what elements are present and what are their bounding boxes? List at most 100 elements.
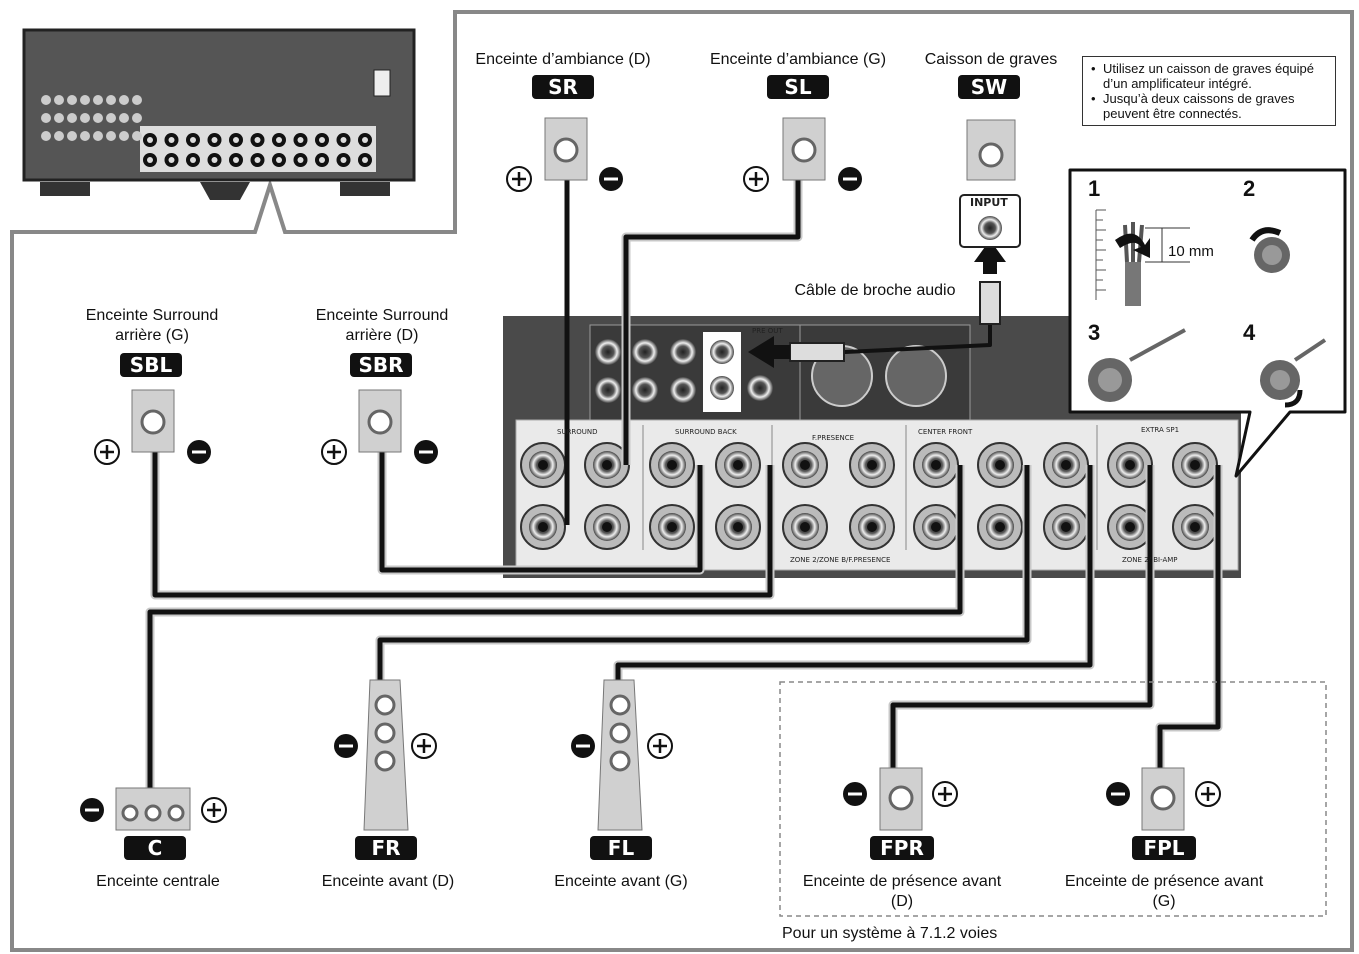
binding-post-step4 (1260, 338, 1327, 408)
minus-terminal-icon (571, 734, 595, 758)
thumb-jack (106, 113, 116, 123)
thumb-jack (106, 131, 116, 141)
speaker-sbr-box (358, 389, 402, 453)
xlr-connector (885, 345, 947, 407)
panel-label-surround: SURROUND (557, 428, 598, 436)
speaker-c-box (115, 787, 191, 831)
step-3-number: 3 (1088, 320, 1101, 345)
speaker-sbr-label: Enceinte Surround arrière (D) (315, 307, 449, 344)
speaker-sbr-code: SBR (350, 353, 412, 377)
speaker-terminal (649, 442, 695, 488)
speaker-sr-label: Enceinte d’ambiance (D) (475, 51, 651, 68)
pre-out-jack (710, 340, 734, 364)
speaker-fpr-box (879, 767, 923, 831)
thumb-jack (41, 95, 51, 105)
speaker-fpl-label: Enceinte de présence avant (G) (1064, 873, 1264, 910)
speaker-sbl-code: SBL (120, 353, 182, 377)
thumb-jack (119, 95, 129, 105)
note-item: Utilisez un caisson de graves équipé d’u… (1103, 61, 1315, 91)
speaker-sl-code: SL (767, 75, 829, 99)
thumb-jack (132, 131, 142, 141)
thumb-jack (362, 157, 368, 163)
speaker-fr-label: Enceinte avant (D) (321, 873, 455, 890)
speaker-terminal (977, 504, 1023, 550)
speaker-fpl-code: FPL (1132, 836, 1196, 860)
speaker-cables (145, 180, 1223, 790)
thumb-jack (80, 131, 90, 141)
thumb-jack (340, 137, 347, 143)
speaker-fpr-code: FPR (870, 836, 934, 860)
minus-terminal-icon (80, 798, 104, 822)
thumb-jack (233, 137, 239, 143)
pre-out-jack (595, 339, 621, 365)
thumb-jack (132, 113, 142, 123)
speaker-terminal (1043, 442, 1089, 488)
outer-frame (10, 10, 1354, 952)
rca-plug (789, 342, 845, 362)
thumb-jack (190, 137, 196, 143)
speaker-sbl-label: Enceinte Surround arrière (G) (85, 307, 219, 344)
speaker-terminal (977, 442, 1023, 488)
speaker-terminal (1172, 442, 1218, 488)
thumb-jack (254, 137, 261, 143)
speaker-terminal (520, 504, 566, 550)
thumb-jack (190, 157, 196, 163)
speaker-fr-code: FR (355, 836, 417, 860)
speaker-terminal (782, 504, 828, 550)
speaker-sl-label: Enceinte d’ambiance (G) (709, 51, 887, 68)
thumb-jack (297, 137, 304, 143)
speaker-fl-label: Enceinte avant (G) (554, 873, 688, 890)
step1-ruler (1095, 209, 1106, 300)
speaker-sl-box (782, 117, 826, 181)
speaker-fl-box (597, 679, 643, 831)
note-item: Jusqu’à deux caissons de graves peuvent … (1103, 91, 1295, 121)
panel-label-center-front: CENTER FRONT (918, 428, 973, 436)
thumb-jack (297, 157, 304, 163)
speaker-sr-code: SR (532, 75, 594, 99)
step-1-number: 1 (1088, 176, 1101, 201)
pre-out-jack (747, 375, 773, 401)
plus-terminal-icon (321, 439, 347, 465)
speaker-sw-label: Caisson de graves (924, 51, 1058, 68)
plus-terminal-icon (932, 781, 958, 807)
speaker-fl-code: FL (590, 836, 652, 860)
thumb-jack (147, 137, 153, 143)
thumb-jack (340, 157, 347, 163)
speaker-sbl-box (131, 389, 175, 453)
thumb-jack (233, 157, 239, 163)
speaker-terminal (649, 504, 695, 550)
speaker-fr-box (363, 679, 409, 831)
subwoofer-note: •Utilisez un caisson de graves équipé d’… (1082, 56, 1336, 126)
speaker-terminal (1107, 442, 1153, 488)
thumb-jack (119, 113, 129, 123)
thumb-jack (67, 95, 77, 105)
rca-plug (979, 281, 1001, 325)
thumb-jack (276, 157, 282, 163)
pre-out-jack (595, 377, 621, 403)
speaker-terminal (782, 442, 828, 488)
binding-post-step3 (1088, 328, 1186, 402)
twist-arrow-icon (1115, 233, 1150, 258)
thumb-jack (54, 113, 64, 123)
arrow-up-icon (974, 240, 1006, 274)
speaker-fpl-box (1141, 767, 1185, 831)
speaker-sw-code: SW (958, 75, 1020, 99)
thumb-jack (54, 95, 64, 105)
thumb-jack (93, 131, 103, 141)
thumb-jack (54, 131, 64, 141)
thumb-jack (168, 137, 175, 143)
speaker-fpr-label: Enceinte de présence avant (D) (802, 873, 1002, 910)
thumb-jack (67, 131, 77, 141)
thumb-jack (319, 157, 325, 163)
speaker-terminal (584, 504, 630, 550)
thumb-jack (80, 95, 90, 105)
sw-input-jack (959, 194, 1021, 248)
binding-post-step2 (1249, 227, 1290, 273)
plus-terminal-icon (743, 166, 769, 192)
thumb-jack (211, 137, 218, 143)
thumb-jack (80, 113, 90, 123)
plus-terminal-icon (1195, 781, 1221, 807)
minus-terminal-icon (187, 440, 211, 464)
speaker-c-code: C (124, 836, 186, 860)
